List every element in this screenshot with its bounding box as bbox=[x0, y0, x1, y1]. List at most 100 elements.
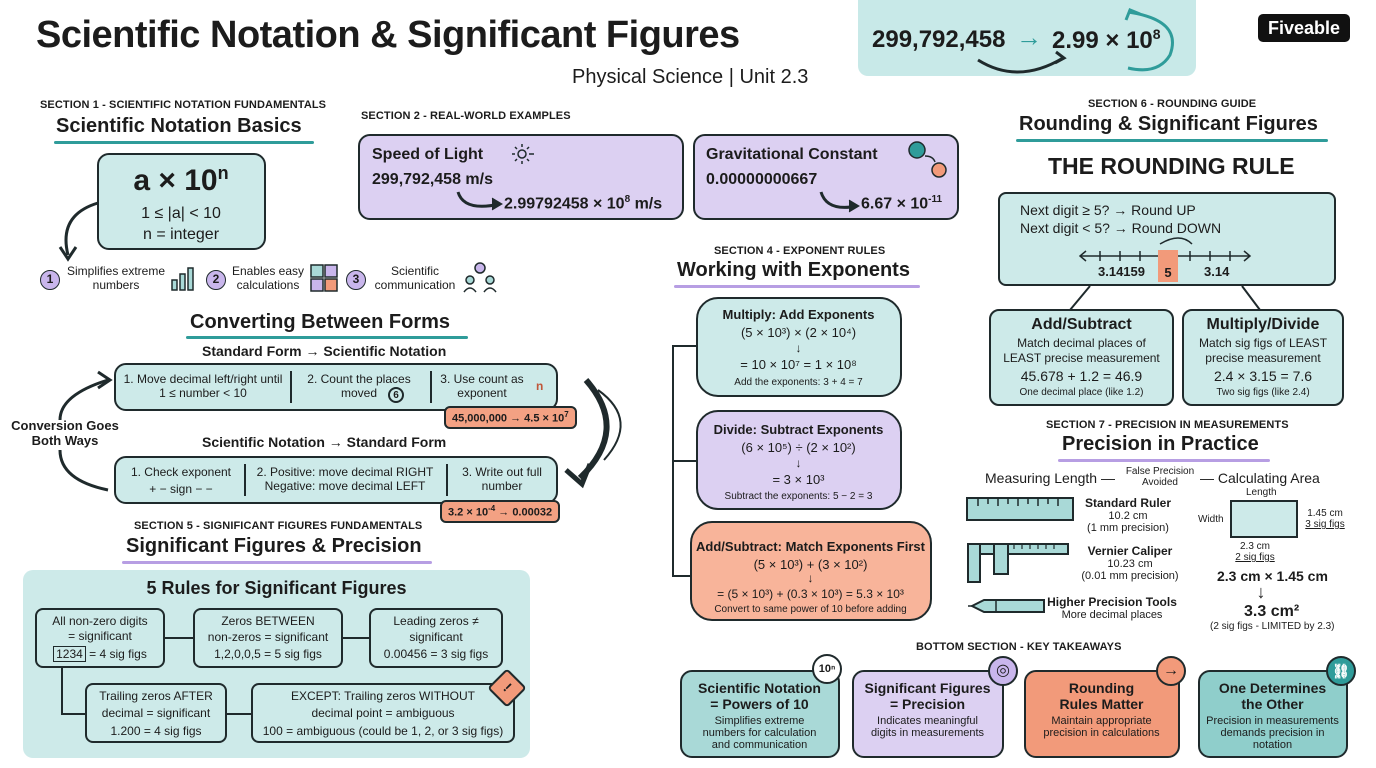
cycle-arrow-icon bbox=[977, 8, 1174, 74]
area-result: 3.3 cm² bbox=[1244, 603, 1300, 620]
down-arrow-icon: ↓ bbox=[795, 456, 802, 470]
benefit-text: Simplifies extreme numbers bbox=[66, 264, 166, 292]
number-highlight: 5 bbox=[1158, 250, 1178, 282]
rule-line: All non-zero digits bbox=[52, 614, 148, 628]
divider bbox=[446, 464, 448, 496]
rule-card-3: Leading zeros ≠ significant 0.00456 = 3 … bbox=[369, 608, 503, 668]
example-title: Gravitational Constant bbox=[706, 146, 878, 163]
conversion-side-label: Conversion Goes Both Ways bbox=[11, 418, 119, 448]
rule-example: 1.200 = 4 sig figs bbox=[110, 724, 202, 738]
card-desc: Indicates meaningful digits in measureme… bbox=[870, 715, 985, 739]
number-right: 3.14 bbox=[1204, 264, 1230, 279]
rounding-rule-heading: THE ROUNDING RULE bbox=[1048, 153, 1295, 179]
card-line: Match sig figs of LEAST bbox=[1198, 336, 1328, 350]
sun-icon bbox=[512, 144, 534, 164]
card-title: Scientific Notation bbox=[698, 680, 821, 696]
arrow-right-icon: → bbox=[1156, 656, 1186, 686]
connector bbox=[341, 637, 369, 639]
card-note: Two sig figs (like 2.4) bbox=[1216, 387, 1310, 398]
example-sci: 6.67 × 10-11 bbox=[861, 194, 943, 213]
connector bbox=[163, 637, 193, 639]
card-line: precise measurement bbox=[1205, 351, 1321, 365]
rule-note: Add the exponents: 3 + 4 = 7 bbox=[734, 377, 863, 388]
link-icon: ⛓ bbox=[1326, 656, 1356, 686]
width-label: Width bbox=[1198, 514, 1224, 525]
curved-arrow-icon bbox=[58, 201, 99, 262]
rule-line: = significant bbox=[68, 629, 132, 643]
connector bbox=[61, 666, 63, 714]
std-to-sci-heading: Standard Form → Scientific Notation bbox=[202, 343, 447, 359]
rule-title: Multiply: Add Exponents bbox=[722, 307, 875, 322]
example-tag-2: 3.2 × 10-4 → 0.00032 bbox=[440, 500, 561, 523]
std-to-sci-steps: 1. Move decimal left/right until 1 ≤ num… bbox=[114, 363, 558, 411]
transform-arrow-icon bbox=[456, 191, 503, 211]
takeaway-card-2: Significant Figures = Precision Indicate… bbox=[852, 670, 1004, 758]
down-arrow-icon: ↓ bbox=[1256, 582, 1266, 602]
benefit-text: Scientific communication bbox=[374, 264, 456, 292]
card-title: Add/Subtract bbox=[1031, 316, 1132, 333]
rule-line1: (6 × 10⁵) ÷ (2 × 10²) bbox=[741, 440, 856, 455]
section6-label: SECTION 6 - ROUNDING GUIDE bbox=[1088, 98, 1257, 110]
rule-example: 100 = ambiguous (could be 1, 2, or 3 sig… bbox=[262, 724, 504, 738]
section4-underline bbox=[674, 285, 920, 288]
planets-icon bbox=[908, 141, 947, 178]
card-subtitle: Rules Matter bbox=[1059, 696, 1144, 712]
down-arrow-icon: ↓ bbox=[795, 341, 802, 355]
rule-card-5: EXCEPT: Trailing zeros WITHOUT decimal p… bbox=[251, 683, 515, 743]
formula-text: a × 10n bbox=[133, 163, 229, 197]
card-subtitle: the Other bbox=[1241, 696, 1304, 712]
step-2: 2. Count the places moved bbox=[307, 372, 411, 400]
section4-label: SECTION 4 - EXPONENT RULES bbox=[714, 245, 886, 257]
divider bbox=[244, 464, 246, 496]
rule-line2: = 3 × 10³ bbox=[772, 472, 825, 487]
benefit-number: 1 bbox=[40, 270, 60, 290]
sci-to-std-steps: 1. Check exponent + − sign − − 2. Positi… bbox=[114, 456, 558, 504]
takeaway-card-4: One Determines the Other Precision in me… bbox=[1198, 670, 1348, 758]
benefit-number: 2 bbox=[206, 270, 226, 290]
connector bbox=[227, 713, 251, 715]
round-up-text: Next digit ≥ 5? → Round UP bbox=[1020, 202, 1196, 218]
round-down-text: Next digit < 5? → Round DOWN bbox=[1020, 220, 1222, 236]
card-title: One Determines bbox=[1218, 680, 1327, 696]
bar-chart-icon bbox=[171, 267, 194, 291]
section1-label: SECTION 1 - SCIENTIFIC NOTATION FUNDAMEN… bbox=[40, 99, 327, 111]
card-example: 2.4 × 3.15 = 7.6 bbox=[1213, 368, 1313, 384]
takeaway-card-3: Rounding Rules Matter Maintain appropria… bbox=[1024, 670, 1180, 758]
down-arrow-icon: ↓ bbox=[807, 571, 814, 585]
rule-example: 1,2,0,0,5 = 5 sig figs bbox=[214, 647, 322, 661]
rule-card-2: Zeros BETWEEN non-zeros = significant 1,… bbox=[193, 608, 343, 668]
converting-underline bbox=[186, 336, 468, 339]
example-card-light: Speed of Light 299,792,458 m/s 2.9979245… bbox=[358, 134, 684, 220]
count-badge: 6 bbox=[388, 387, 404, 403]
example-sci: 2.99792458 × 108 m/s bbox=[504, 194, 663, 213]
bracket-tick bbox=[672, 575, 696, 577]
section7-underline bbox=[1058, 459, 1270, 462]
rules-panel: 5 Rules for Significant Figures All non-… bbox=[23, 570, 530, 758]
section5-label: SECTION 5 - SIGNIFICANT FIGURES FUNDAMEN… bbox=[134, 520, 423, 532]
rule-line: non-zeros = significant bbox=[207, 630, 329, 644]
length-label: Length bbox=[1246, 487, 1277, 498]
connector bbox=[61, 713, 85, 715]
converting-title: Converting Between Forms bbox=[190, 311, 451, 333]
card-desc: Precision in measurements demands precis… bbox=[1206, 715, 1339, 751]
rule-example: 0.00456 = 3 sig figs bbox=[383, 647, 489, 661]
section1-title: Scientific Notation Basics bbox=[56, 115, 302, 137]
sign-hint: + − sign − − bbox=[149, 482, 213, 496]
section5-underline bbox=[122, 561, 432, 564]
rule-line: EXCEPT: Trailing zeros WITHOUT bbox=[290, 689, 476, 703]
target-icon: ◎ bbox=[988, 656, 1018, 686]
section4-title: Working with Exponents bbox=[677, 259, 910, 281]
card-desc: Maintain appropriate precision in calcul… bbox=[1043, 715, 1160, 739]
banner-arrow-icon: → bbox=[1016, 22, 1042, 52]
power-of-ten-icon: 10ⁿ bbox=[812, 654, 842, 684]
rounding-rule-card: Next digit ≥ 5? → Round UP Next digit < … bbox=[998, 192, 1336, 286]
rule-line: decimal = significant bbox=[101, 706, 211, 720]
section1-underline bbox=[54, 141, 314, 144]
multiply-rule-card: Multiply: Add Exponents (5 × 10³) × (2 ×… bbox=[696, 297, 902, 397]
formula-card: a × 10n 1 ≤ |a| < 10 n = integer bbox=[97, 153, 266, 250]
example-value: 0.00000000667 bbox=[706, 171, 818, 188]
